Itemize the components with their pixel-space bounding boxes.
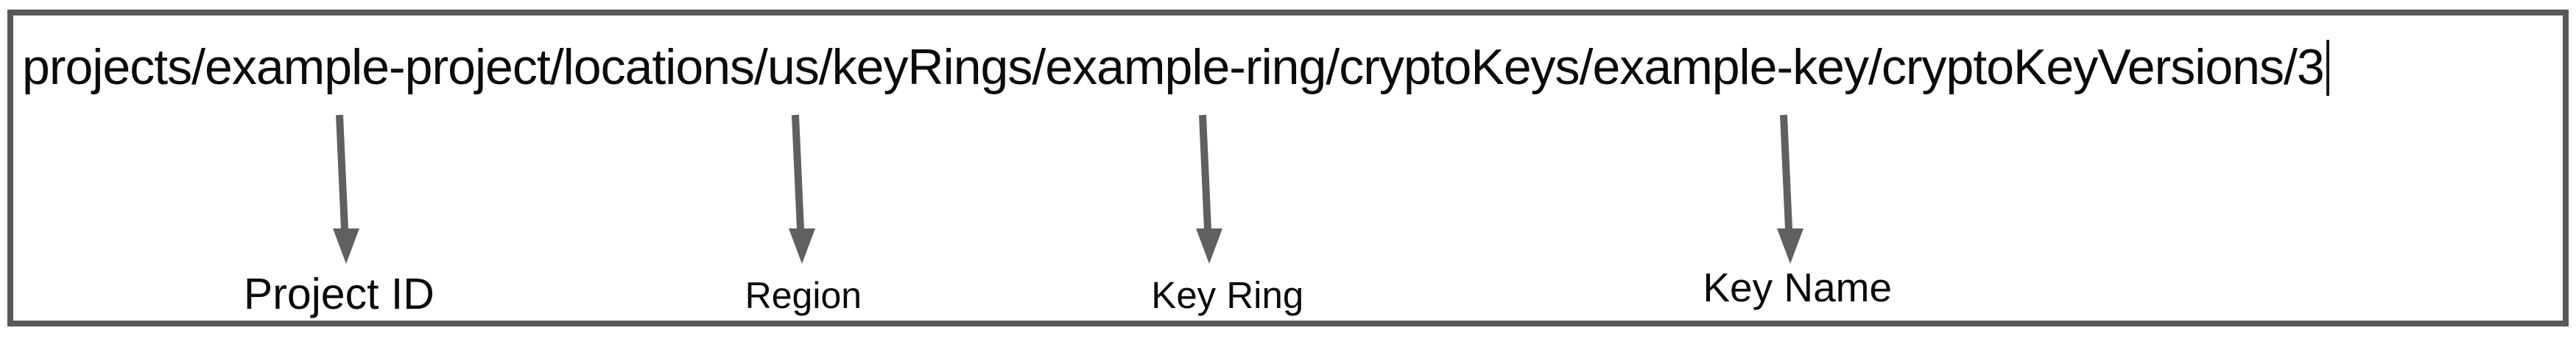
resource-path-box <box>7 10 2569 326</box>
down-arrow-icon <box>1195 114 1222 264</box>
region-label: Region <box>745 275 862 316</box>
path-segment-region: us <box>767 39 820 95</box>
path-segment-key-name: example-key <box>1592 39 1868 95</box>
path-segment: /keyRings/ <box>818 39 1046 95</box>
path-segment: /cryptoKeyVersions/3 <box>1868 39 2325 95</box>
down-arrow-icon <box>1776 114 1803 264</box>
project-id-label: Project ID <box>243 270 434 318</box>
key-name-label: Key Name <box>1703 265 1893 310</box>
key-ring-arrow <box>1190 113 1228 265</box>
region-arrow <box>783 113 821 265</box>
down-arrow-icon <box>333 114 360 264</box>
path-segment-project-id: example-project <box>205 39 551 95</box>
path-segment-key-ring: example-ring <box>1045 39 1326 95</box>
text-caret <box>2326 40 2329 96</box>
down-arrow-icon <box>788 114 815 264</box>
project-id-arrow <box>327 113 365 265</box>
path-segment: /locations/ <box>549 39 768 95</box>
key-name-arrow <box>1771 113 1809 265</box>
resource-path-input[interactable]: projects/example-project/locations/us/ke… <box>22 38 2329 96</box>
path-segment: /cryptoKeys/ <box>1326 39 1593 95</box>
key-ring-label: Key Ring <box>1151 274 1304 316</box>
path-segment: projects/ <box>22 39 205 95</box>
